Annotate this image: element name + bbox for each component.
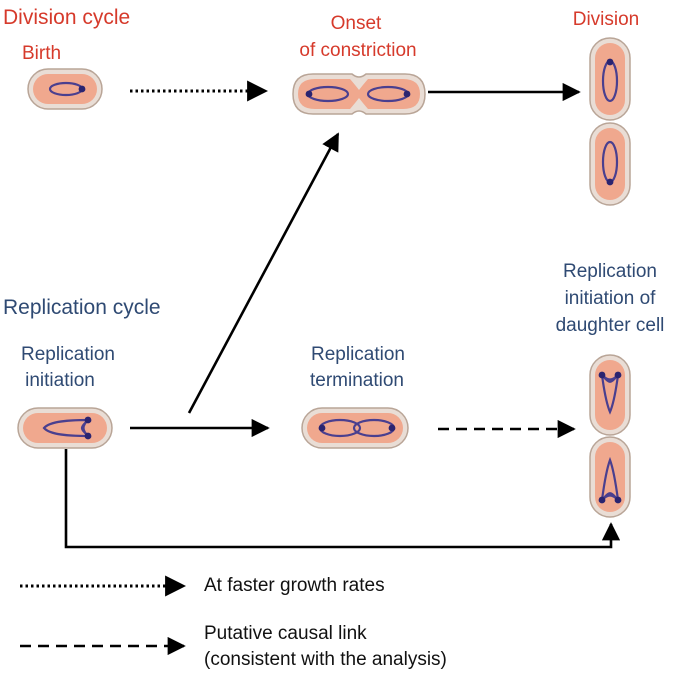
replication-cycle-title: Replication cycle bbox=[3, 296, 161, 319]
onset-label-line1: Onset bbox=[330, 13, 382, 34]
daughter-cell-bottom bbox=[589, 436, 631, 518]
initiation-label-line2: initiation bbox=[25, 370, 95, 391]
origin-dot bbox=[78, 85, 86, 93]
daughter-label-line3: daughter cell bbox=[555, 315, 665, 336]
birth-label: Birth bbox=[22, 43, 62, 64]
replicating-chromosome bbox=[42, 418, 91, 438]
daughter-label-line2: initiation of bbox=[564, 288, 656, 309]
division-cycle-title: Division cycle bbox=[3, 6, 131, 29]
arrow-initiation-to-onset bbox=[187, 132, 340, 414]
termination-cell bbox=[301, 407, 409, 449]
legend-dashed-label-line1: Putative causal link bbox=[204, 623, 367, 644]
onset-label-line2: of constriction bbox=[299, 40, 417, 61]
origin-dot-right bbox=[403, 90, 411, 98]
division-label: Division bbox=[572, 9, 640, 30]
termination-label-line2: termination bbox=[310, 370, 404, 391]
initiation-cell bbox=[17, 407, 113, 449]
birth-cell bbox=[27, 68, 103, 110]
divided-cell-top bbox=[589, 37, 631, 121]
daughter-cell-top bbox=[589, 354, 631, 436]
legend-dotted-label: At faster growth rates bbox=[204, 575, 385, 596]
constricting-cell bbox=[292, 73, 426, 115]
origin-dot-left bbox=[305, 90, 313, 98]
termination-label-line1: Replication bbox=[311, 344, 405, 365]
initiation-label-line1: Replication bbox=[21, 344, 115, 365]
legend-dashed-label-line2: (consistent with the analysis) bbox=[204, 649, 447, 670]
arrow-initiation-to-daughter bbox=[64, 449, 621, 549]
divided-cell-bottom bbox=[589, 122, 631, 206]
daughter-label-line1: Replication bbox=[563, 261, 657, 282]
